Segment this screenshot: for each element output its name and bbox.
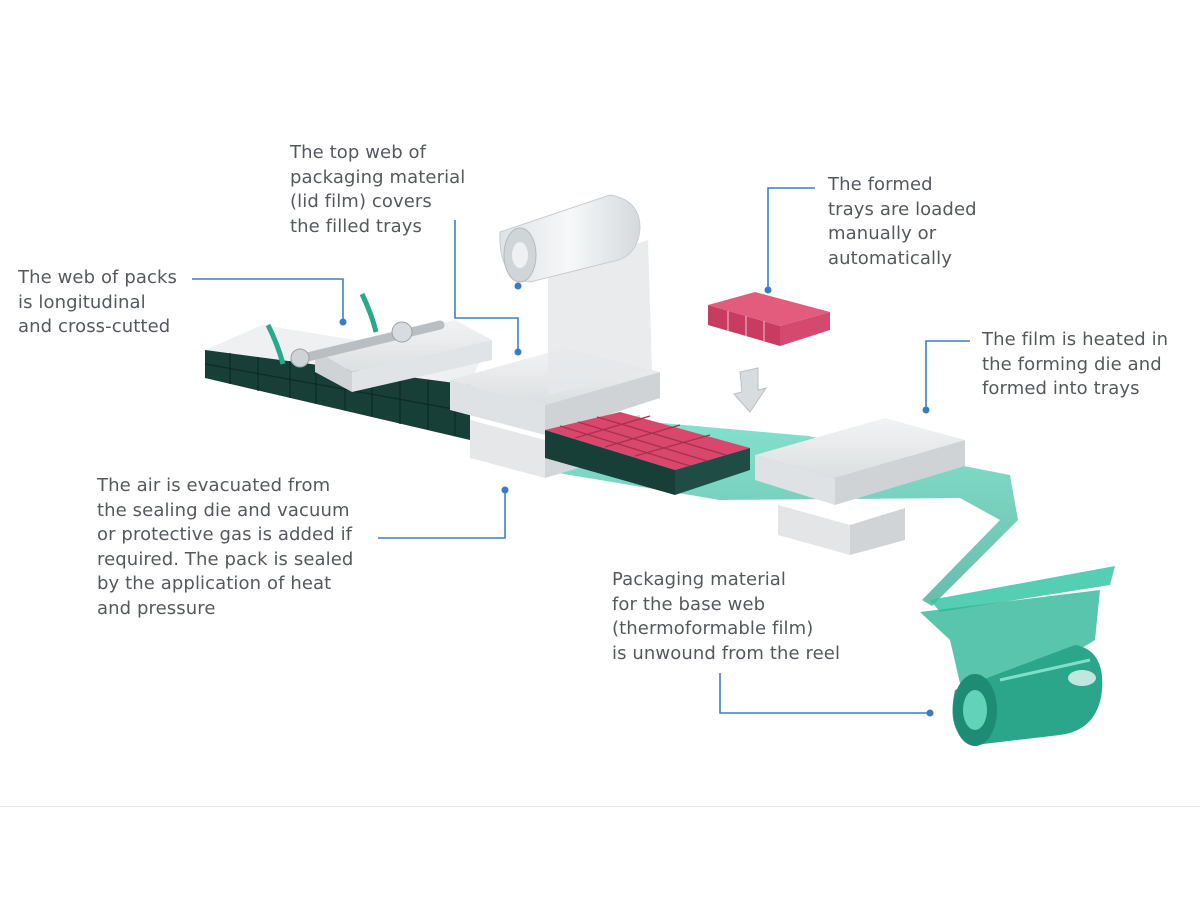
forming-station	[755, 418, 965, 555]
leader-cutting	[192, 278, 347, 326]
loaded-trays-block	[708, 292, 830, 346]
cutting-unit	[265, 292, 492, 392]
leader-loading	[764, 187, 815, 294]
label-loading: The formed trays are loaded manually or …	[828, 174, 977, 269]
leader-base-web	[719, 673, 934, 717]
base-web-reel	[952, 645, 1103, 746]
label-forming: The film is heated in the forming die an…	[982, 329, 1169, 399]
label-base-web: Packaging material for the base web (the…	[612, 569, 841, 664]
leader-forming	[922, 340, 970, 414]
lid-film-reel	[499, 194, 652, 395]
label-cutting: The web of packs is longitudinal and cro…	[18, 267, 177, 337]
down-arrow-icon	[733, 367, 768, 413]
footer-divider	[0, 806, 1200, 807]
leader-lid-film	[454, 220, 522, 356]
label-lid-film: The top web of packaging material (lid f…	[290, 142, 466, 237]
label-sealing: The air is evacuated from the sealing di…	[97, 475, 354, 619]
leader-sealing	[378, 486, 509, 539]
filled-trays	[545, 412, 750, 495]
